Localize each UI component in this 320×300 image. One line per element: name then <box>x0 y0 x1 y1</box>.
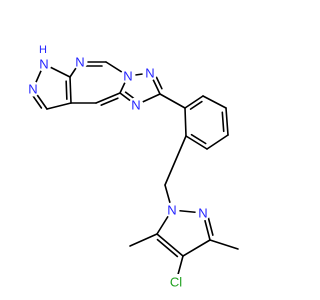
nh-nitrogen-label: N <box>39 57 48 72</box>
double-bond-inner <box>189 100 203 110</box>
bond <box>156 233 184 257</box>
double-bond-inner <box>31 93 43 109</box>
triazole-nitrogen-top-label: N <box>145 66 154 81</box>
bond <box>184 95 204 109</box>
chlorine-label: Cl <box>170 275 182 290</box>
pyrimidine-nitrogen-label: N <box>75 55 84 70</box>
atom-background <box>167 274 185 290</box>
bond <box>129 233 158 247</box>
double-bond-inner <box>156 238 179 258</box>
triazole-nitrogen-bottom-label: N <box>131 98 140 113</box>
bond <box>164 135 187 186</box>
double-bond-inner <box>207 215 214 236</box>
atom-background <box>120 68 136 84</box>
bond <box>182 239 211 257</box>
atom-background <box>37 44 49 56</box>
double-bond-inner <box>100 97 119 106</box>
bond <box>159 93 186 109</box>
bond <box>206 134 229 150</box>
bond <box>225 107 229 136</box>
double-bond-inner <box>154 74 163 90</box>
bond <box>184 107 187 137</box>
bridge-nitrogen-label: N <box>123 69 132 84</box>
atom-background <box>128 97 144 113</box>
bond <box>69 76 72 104</box>
bond <box>185 135 208 150</box>
double-bond-inner <box>190 133 207 145</box>
atom-background <box>164 202 180 218</box>
lower-pyrazole-nitrogen-2-label: N <box>198 206 207 221</box>
atom-background <box>142 65 158 81</box>
nh-hydrogen-label: H <box>39 44 47 56</box>
atom-background <box>72 54 88 70</box>
atom-background <box>195 205 211 221</box>
atom-background <box>25 81 41 97</box>
bond <box>209 239 239 250</box>
atom-background <box>36 56 52 72</box>
bond <box>46 102 72 110</box>
double-bond-inner <box>221 111 225 133</box>
double-bond-inner <box>65 80 68 100</box>
lower-pyrazole-nitrogen-1-label: N <box>167 203 176 218</box>
bond <box>95 92 121 104</box>
bond <box>202 95 227 109</box>
bonds <box>31 61 239 283</box>
pyrazole-nitrogen-label: N <box>28 82 37 97</box>
